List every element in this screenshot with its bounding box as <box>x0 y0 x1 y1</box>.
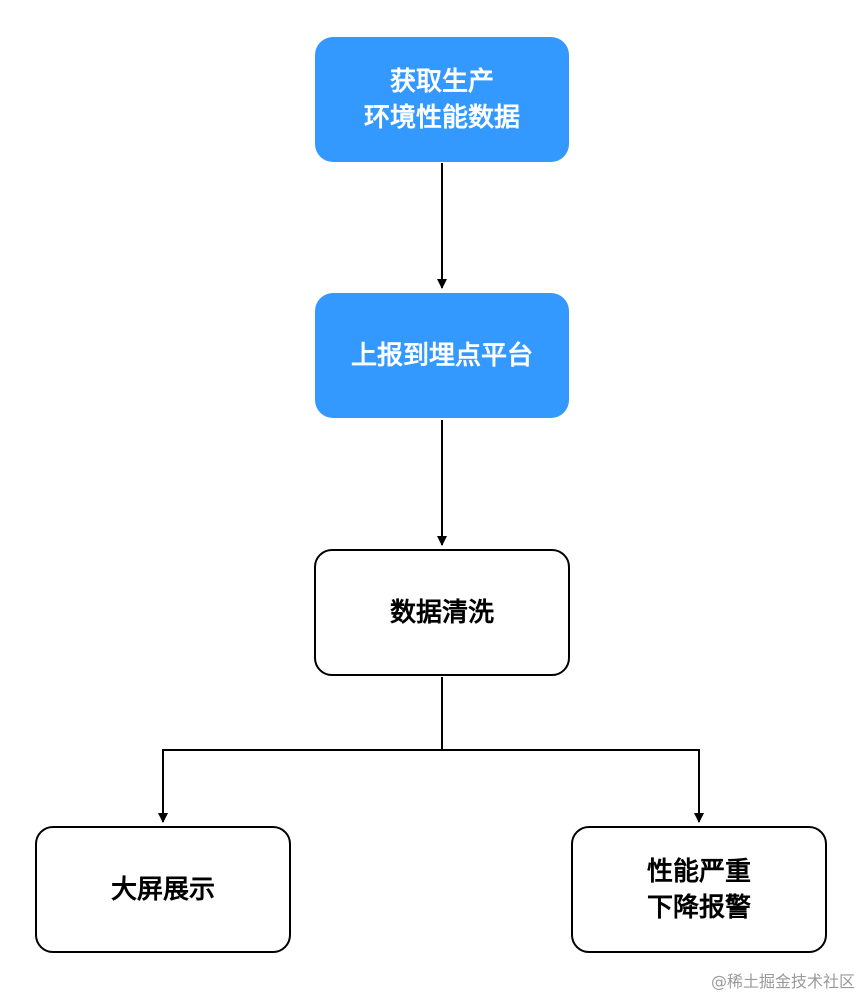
node-alert-line-1: 性能严重 <box>646 856 751 887</box>
node-dashboard-display: 大屏展示 <box>35 826 291 953</box>
edge-clean-to-alert <box>442 749 704 823</box>
node-collect-line-1: 获取生产 <box>389 66 494 97</box>
node-collect-data: 获取生产 环境性能数据 <box>315 37 569 162</box>
node-dashboard-line-1: 大屏展示 <box>110 874 215 905</box>
node-collect-line-2: 环境性能数据 <box>363 102 520 133</box>
node-report-platform: 上报到埋点平台 <box>315 293 569 418</box>
edge-clean-to-dashboard <box>158 677 443 823</box>
watermark-text: @稀土掘金技术社区 <box>710 972 855 991</box>
node-report-line-1: 上报到埋点平台 <box>350 340 533 371</box>
node-data-cleaning: 数据清洗 <box>314 549 570 676</box>
node-performance-alert: 性能严重 下降报警 <box>571 826 827 953</box>
node-clean-line-1: 数据清洗 <box>389 597 494 628</box>
node-alert-line-2: 下降报警 <box>646 892 751 923</box>
